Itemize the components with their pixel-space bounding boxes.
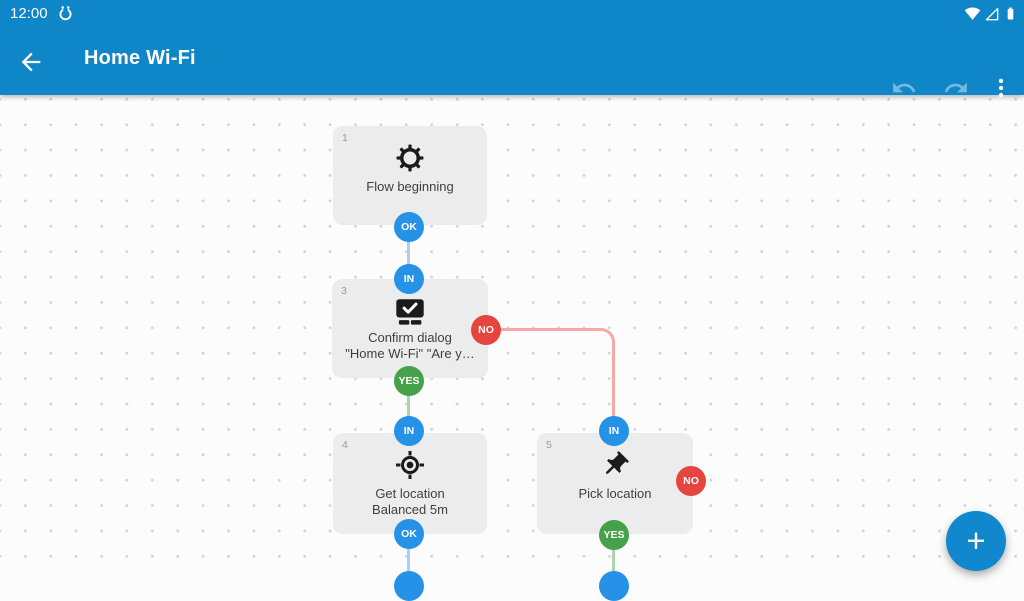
block-number: 5 [546,439,552,451]
header: 12:00 Home Wi-Fi [0,0,1024,98]
connector-ok1-in3 [407,241,410,267]
port-in[interactable]: IN [394,416,424,446]
flow-block-5[interactable]: 5 Pick location [537,433,693,534]
port-out-yes[interactable]: YES [394,366,424,396]
flow-block-3[interactable]: 3 Confirm dialog "Home Wi-Fi" "Are y… [332,279,488,378]
confirm-dialog-icon [394,296,426,326]
port-in[interactable]: IN [394,264,424,294]
block-title: Pick location [578,486,652,501]
block-title: Flow beginning [366,179,454,194]
connector-ok4-down [407,548,410,573]
add-block-fab[interactable]: + [946,511,1006,571]
status-icons [964,5,1018,22]
block-number: 4 [342,439,348,451]
gear-icon [395,143,425,173]
connector-yes5-down [612,549,615,573]
automate-flow-icon [57,5,74,22]
gps-crosshair-icon [395,450,425,480]
pushpin-icon [600,450,630,480]
undo-icon[interactable] [891,75,917,101]
cell-signal-icon [985,7,999,20]
block-subtitle: "Home Wi-Fi" "Are y… [345,345,475,361]
port-in[interactable]: IN [599,416,629,446]
connector-yes3-in4 [407,395,410,418]
block-number: 1 [342,132,348,144]
app-bar: Home Wi-Fi [0,28,1024,98]
page-title: Home Wi-Fi [84,47,196,69]
redo-icon[interactable] [943,75,969,101]
block-number: 3 [341,285,347,297]
port-out-no[interactable]: NO [676,466,706,496]
status-bar: 12:00 [0,0,1024,28]
port-out-ok[interactable]: OK [394,519,424,549]
block-title: Confirm dialog [368,330,452,345]
battery-icon [1007,7,1014,20]
overflow-menu-icon[interactable] [988,75,1014,101]
status-clock: 12:00 [10,5,48,22]
port-out-yes[interactable]: YES [599,520,629,550]
block-subtitle: Balanced 5m [372,501,448,517]
wifi-icon [964,7,981,20]
flow-block-4[interactable]: 4 Get location Balanced 5m [333,433,487,534]
back-arrow-icon[interactable] [17,48,45,76]
block-title: Get location [375,486,445,501]
port-out-ok[interactable]: OK [394,212,424,242]
connector-no3-in5 [500,328,615,417]
flow-block-1[interactable]: 1 Flow beginning [333,126,487,225]
flow-canvas[interactable]: 1 Flow beginning 3 [0,95,1024,601]
port-out-no[interactable]: NO [471,315,501,345]
